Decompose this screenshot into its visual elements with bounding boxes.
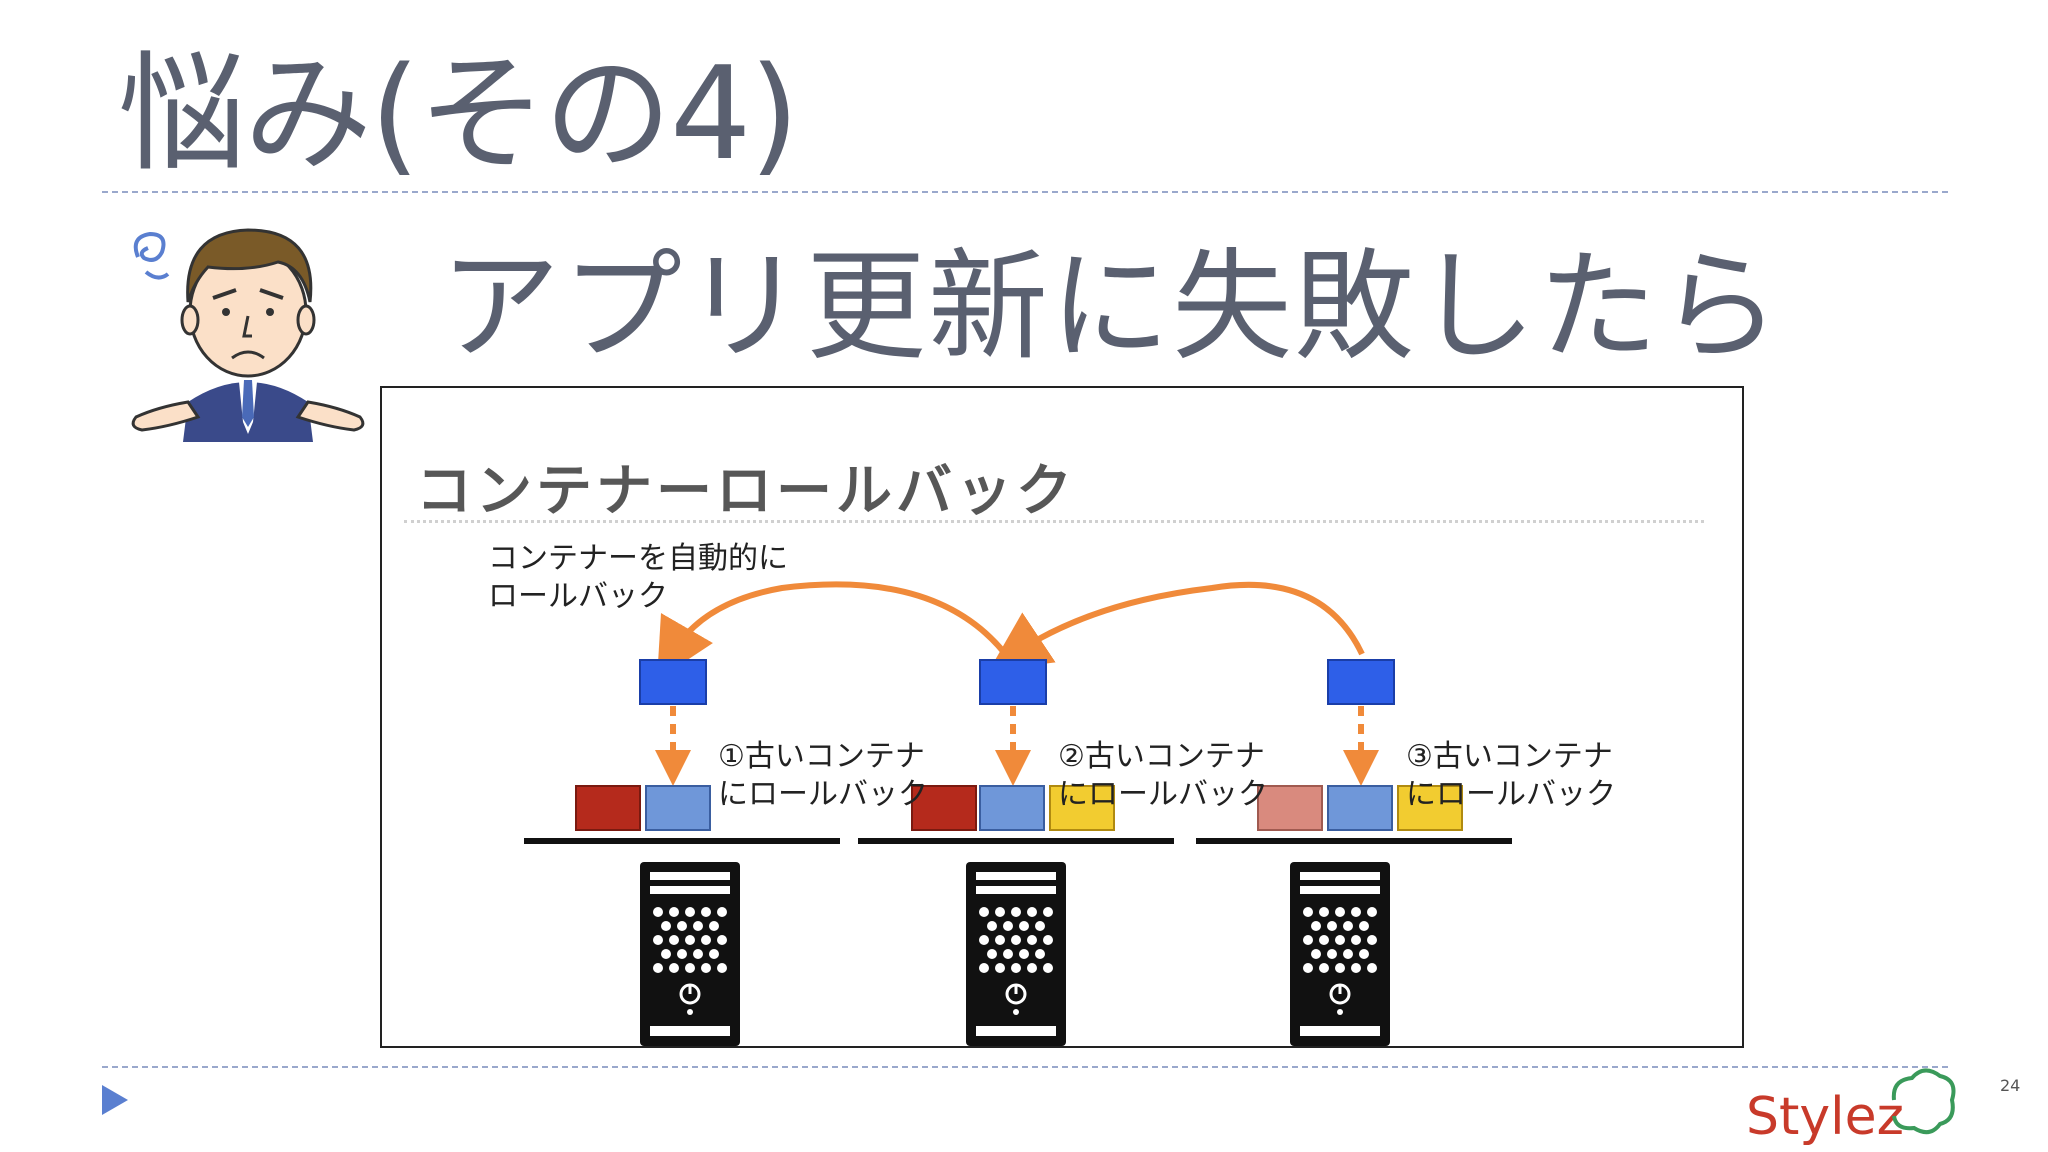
host-shelf-1 bbox=[524, 838, 840, 844]
rollback-diagram bbox=[524, 581, 1512, 1046]
slide-subtitle: アプリ更新に失敗したら bbox=[440, 238, 1782, 377]
host-shelf-3 bbox=[1196, 838, 1512, 844]
server-tower-icon-1 bbox=[640, 862, 740, 1046]
server-tower-icon-2 bbox=[966, 862, 1066, 1046]
container-red-2 bbox=[911, 785, 977, 831]
step-label-1: ①古いコンテナ にロールバック bbox=[718, 738, 928, 814]
step-label-1-line1: ①古いコンテナ bbox=[718, 739, 925, 774]
new-container-3 bbox=[1327, 659, 1395, 705]
step-label-3: ③古いコンテナ にロールバック bbox=[1406, 738, 1616, 814]
rollback-arrow-3-to-2 bbox=[989, 581, 1365, 671]
container-yellow-2 bbox=[1049, 785, 1115, 831]
embedded-title-divider bbox=[404, 520, 1704, 523]
embedded-slide-title: コンテナーロールバック bbox=[416, 459, 1076, 524]
rollback-note-line1: コンテナーを自動的に bbox=[488, 541, 788, 576]
container-old-3 bbox=[1327, 785, 1393, 831]
rollback-note-line2: ロールバック bbox=[488, 579, 668, 614]
play-triangle-icon bbox=[102, 1085, 128, 1115]
server-tower-icon-3 bbox=[1290, 862, 1390, 1046]
embedded-slide: コンテナーロールバック コンテナーを自動的に ロールバック bbox=[380, 386, 1744, 1048]
slide-title: 悩み(その4) bbox=[118, 40, 799, 189]
new-container-1 bbox=[639, 659, 707, 705]
container-faded-red-3 bbox=[1257, 785, 1323, 831]
logo-text: Stylez bbox=[1746, 1087, 1904, 1147]
step-label-2: ②古いコンテナ にロールバック bbox=[1058, 738, 1268, 814]
rollback-arrow-2-to-1 bbox=[656, 581, 1013, 680]
new-container-2 bbox=[979, 659, 1047, 705]
step-label-3-line2: にロールバック bbox=[1406, 777, 1616, 812]
worried-businessman-icon bbox=[131, 228, 365, 442]
page-number: 24 bbox=[2000, 1076, 2021, 1095]
step-label-2-line2: にロールバック bbox=[1058, 777, 1268, 812]
container-yellow-3 bbox=[1397, 785, 1463, 831]
step-label-3-line1: ③古いコンテナ bbox=[1406, 739, 1613, 774]
container-old-2 bbox=[979, 785, 1045, 831]
footer-divider bbox=[102, 1066, 1948, 1068]
stylez-cloud-logo: Stylez bbox=[1746, 1068, 1956, 1147]
container-old-1 bbox=[645, 785, 711, 831]
rollback-note: コンテナーを自動的に ロールバック bbox=[488, 540, 788, 616]
step-label-1-line2: にロールバック bbox=[718, 777, 928, 812]
host-shelf-2 bbox=[858, 838, 1174, 844]
container-red-1 bbox=[575, 785, 641, 831]
step-label-2-line1: ②古いコンテナ bbox=[1058, 739, 1265, 774]
title-divider bbox=[102, 191, 1948, 193]
